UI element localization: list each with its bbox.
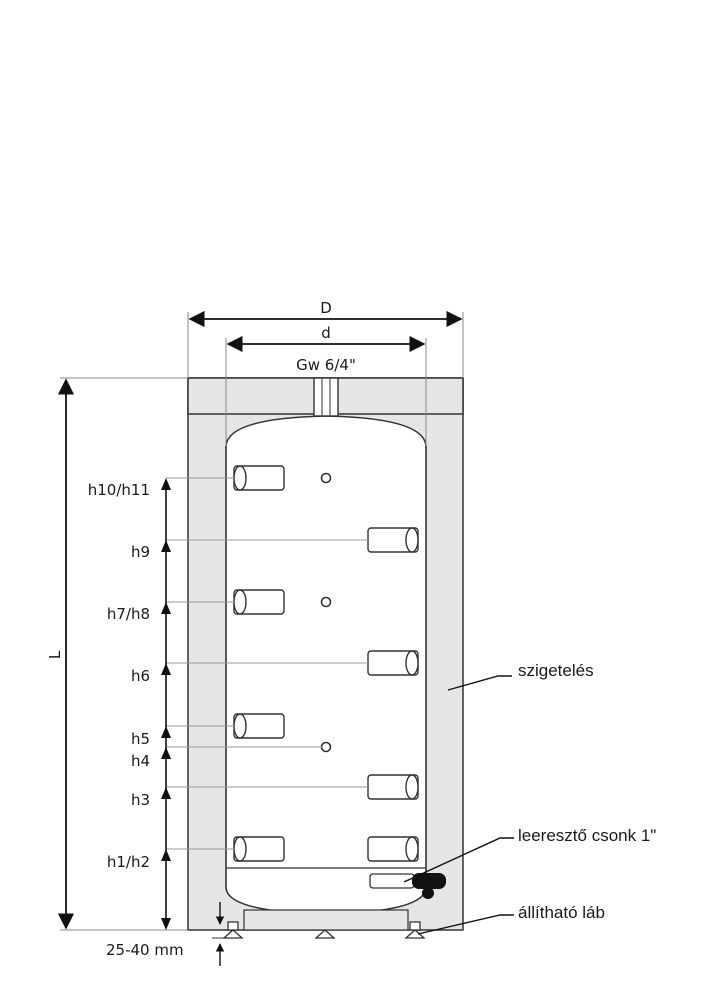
height-label-h1-h2: h1/h2 [107, 853, 150, 871]
height-label-h7-h8: h7/h8 [107, 605, 150, 623]
base-block [243, 909, 409, 931]
height-label-h6: h6 [131, 667, 150, 685]
height-label-h3: h3 [131, 791, 150, 809]
drain-valve-icon [412, 873, 446, 899]
right-nozzles [367, 527, 419, 862]
top-connection-label: Gw 6/4" [296, 356, 356, 374]
callout-insulation: szigetelés [518, 661, 594, 680]
left-nozzles [233, 465, 285, 862]
callout-foot: állítható láb [518, 903, 605, 922]
callout-leaders [403, 675, 514, 935]
adjustable-feet [222, 921, 426, 939]
callout-drain: leeresztő csonk 1" [518, 826, 656, 845]
foot-adjust-dimension [212, 902, 230, 966]
height-label-h9: h9 [131, 543, 150, 561]
width-extension-lines [60, 312, 464, 931]
foot-adjust-label: 25-40 mm [106, 941, 184, 959]
dim-label-d: d [321, 324, 331, 342]
height-reference-lines [166, 477, 368, 850]
dim-label-D: D [320, 299, 332, 317]
height-label-h4: h4 [131, 752, 150, 770]
dim-label-L: L [46, 650, 64, 659]
height-label-h5: h5 [131, 730, 150, 748]
height-label-h10-h11: h10/h11 [88, 481, 150, 499]
height-arrowheads [161, 478, 171, 930]
top-connection-pipe [313, 377, 339, 417]
